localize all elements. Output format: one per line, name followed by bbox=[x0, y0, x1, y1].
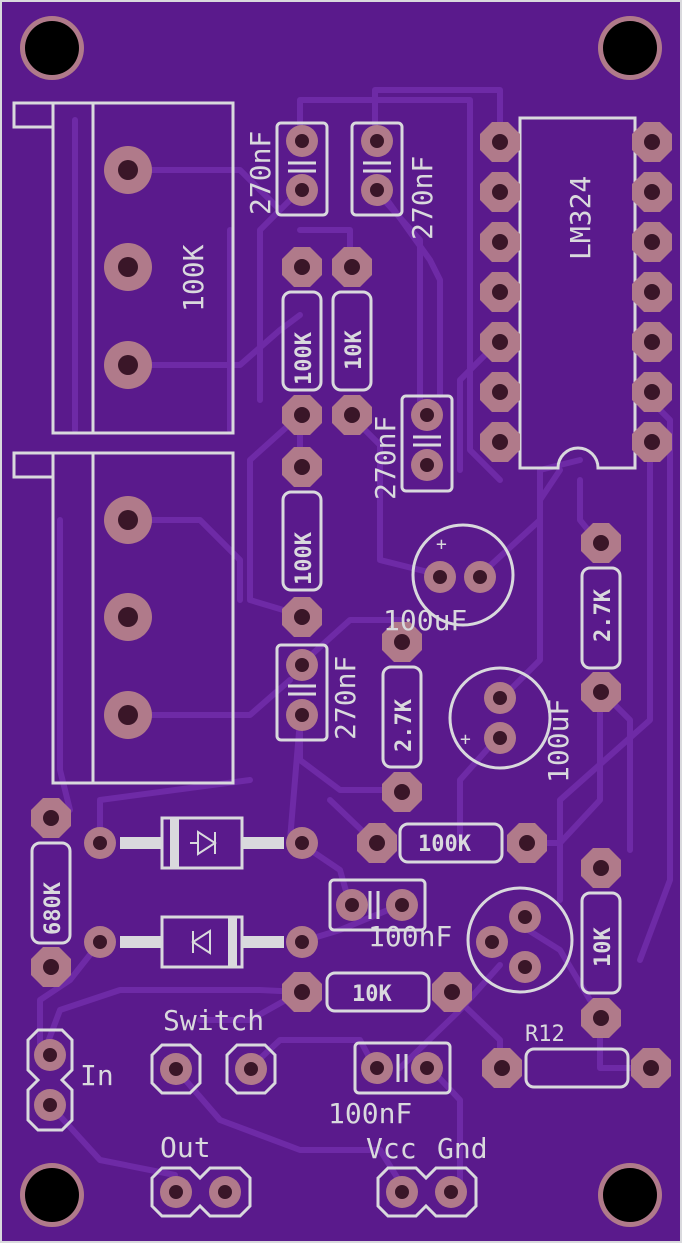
cap-270nf-label: 270nF bbox=[329, 656, 362, 740]
cap-100nf-label: 100nF bbox=[368, 920, 452, 953]
cap-270nf-label: 270nF bbox=[406, 156, 439, 240]
mount-hole-drill bbox=[603, 1168, 657, 1222]
cap-270nf-label: 270nF bbox=[244, 131, 277, 215]
cap-270nf-label: 270nF bbox=[369, 416, 402, 500]
res-10k-label: 10K bbox=[342, 330, 367, 370]
connectors bbox=[26, 1028, 478, 1218]
in-label: In bbox=[80, 1059, 114, 1092]
polarity-mark: + bbox=[460, 729, 471, 750]
mount-hole-drill bbox=[25, 1168, 79, 1222]
silkscreen-outlines bbox=[12, 101, 637, 1095]
res-100k-label: 100K bbox=[292, 531, 317, 585]
res-2.7k-label: 2.7K bbox=[392, 698, 417, 752]
res-2.7k-label: 2.7K bbox=[591, 588, 616, 642]
out-label: Out bbox=[160, 1131, 211, 1164]
diode-symbols bbox=[120, 818, 284, 967]
res-10k-label: 10K bbox=[591, 927, 616, 967]
switch-label: Switch bbox=[163, 1004, 264, 1037]
res-10k-label: 10K bbox=[352, 982, 392, 1007]
r12-label: R12 bbox=[525, 1022, 565, 1047]
pot-value-label: 100K bbox=[177, 244, 210, 312]
ic-label: LM324 bbox=[564, 176, 597, 260]
cap-100nf-label: 100nF bbox=[328, 1097, 412, 1130]
mount-hole-drill bbox=[603, 21, 657, 75]
res-100k-label: 100K bbox=[292, 331, 317, 385]
res-100k-label: 100K bbox=[418, 832, 472, 857]
mounting-holes bbox=[20, 16, 662, 1227]
mount-hole-drill bbox=[25, 21, 79, 75]
silkscreen-labels: 100K 270nF 270nF 270nF 270nF 100K 10K 10… bbox=[41, 131, 616, 1165]
res-680k-label: 680K bbox=[41, 881, 66, 935]
polarity-mark: + bbox=[436, 534, 447, 555]
elcap-label: 100uF bbox=[542, 699, 575, 783]
gnd-label: Gnd bbox=[437, 1132, 488, 1165]
elcap-label: 100uF bbox=[383, 604, 467, 637]
vcc-label: Vcc bbox=[366, 1132, 417, 1165]
